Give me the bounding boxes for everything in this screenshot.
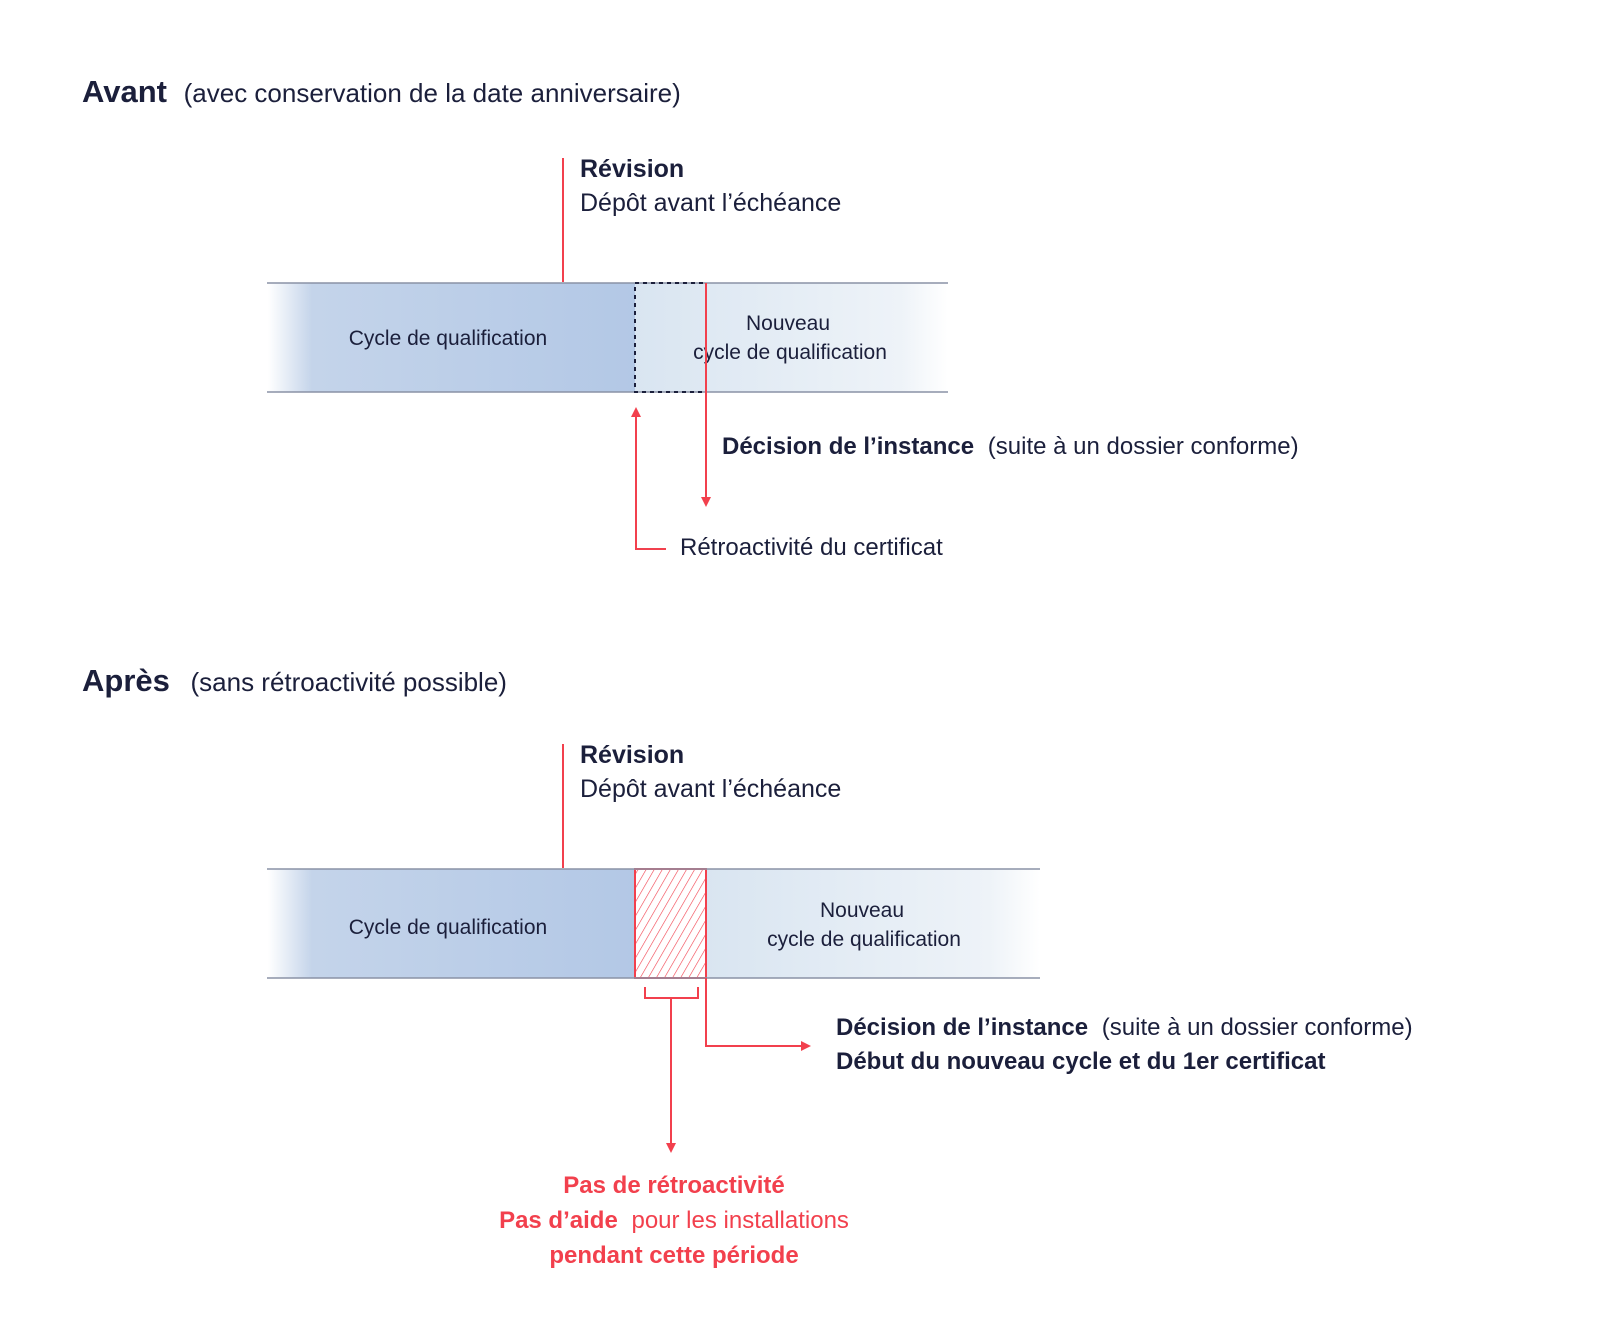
after-cycle-block (268, 869, 635, 978)
before-title-rest: (avec conservation de la date anniversai… (184, 78, 681, 108)
after-revision-sub: Dépôt avant l’échéance (580, 775, 841, 803)
after-gap-bracket (644, 987, 699, 999)
before-decision-bold: Décision de l’instance (722, 433, 974, 460)
after-title-bold: Après (82, 663, 170, 698)
after-no-retro-text: Pas de rétroactivité (563, 1172, 784, 1199)
after-decision-arrow (705, 978, 811, 1051)
after-cycle-label: Cycle de qualification (349, 916, 547, 939)
before-decision-text: Décision de l’instance (suite à un dossi… (722, 433, 1299, 460)
after-no-aid-text: Pas d’aide pour les installations (499, 1207, 849, 1234)
after-title-rest: (sans rétroactivité possible) (191, 667, 507, 697)
before-cycle-label: Cycle de qualification (349, 327, 547, 350)
before-new-cycle-line1: Nouveau (746, 312, 830, 335)
after-decision-rest: (suite à un dossier conforme) (1102, 1014, 1413, 1041)
before-title-bold: Avant (82, 74, 167, 109)
before-overlap-dashed-box (634, 282, 707, 393)
after-new-cycle-line1: Nouveau (820, 899, 904, 922)
before-decision-rest: (suite à un dossier conforme) (988, 433, 1299, 460)
before-revision-title: Révision (580, 155, 684, 183)
before-new-cycle-line2: cycle de qualification (693, 341, 887, 364)
after-gap-hatched-block (634, 868, 707, 979)
after-new-cycle-line2: cycle de qualification (767, 928, 961, 951)
before-new-cycle-block (635, 283, 948, 392)
section-before: Avant (avec conservation de la date anni… (82, 74, 1299, 561)
before-cycle-block (268, 283, 635, 392)
before-retro-arrow (631, 407, 666, 550)
after-revision-title: Révision (580, 741, 684, 769)
after-decision-text: Décision de l’instance (suite à un dossi… (836, 1014, 1413, 1041)
after-new-cycle-block (706, 869, 1040, 978)
before-title: Avant (avec conservation de la date anni… (82, 74, 681, 109)
after-decision-line2: Début du nouveau cycle et du 1er certifi… (836, 1048, 1325, 1075)
before-revision-sub: Dépôt avant l’échéance (580, 189, 841, 217)
after-no-aid-rest: pour les installations (631, 1207, 848, 1234)
after-no-aid-bold: Pas d’aide (499, 1207, 618, 1234)
after-period-text: pendant cette période (549, 1242, 798, 1269)
before-retro-label: Rétroactivité du certificat (680, 534, 943, 561)
after-title: Après (sans rétroactivité possible) (82, 663, 507, 698)
section-after: Après (sans rétroactivité possible) Révi… (82, 663, 1413, 1269)
after-decision-bold: Décision de l’instance (836, 1014, 1088, 1041)
